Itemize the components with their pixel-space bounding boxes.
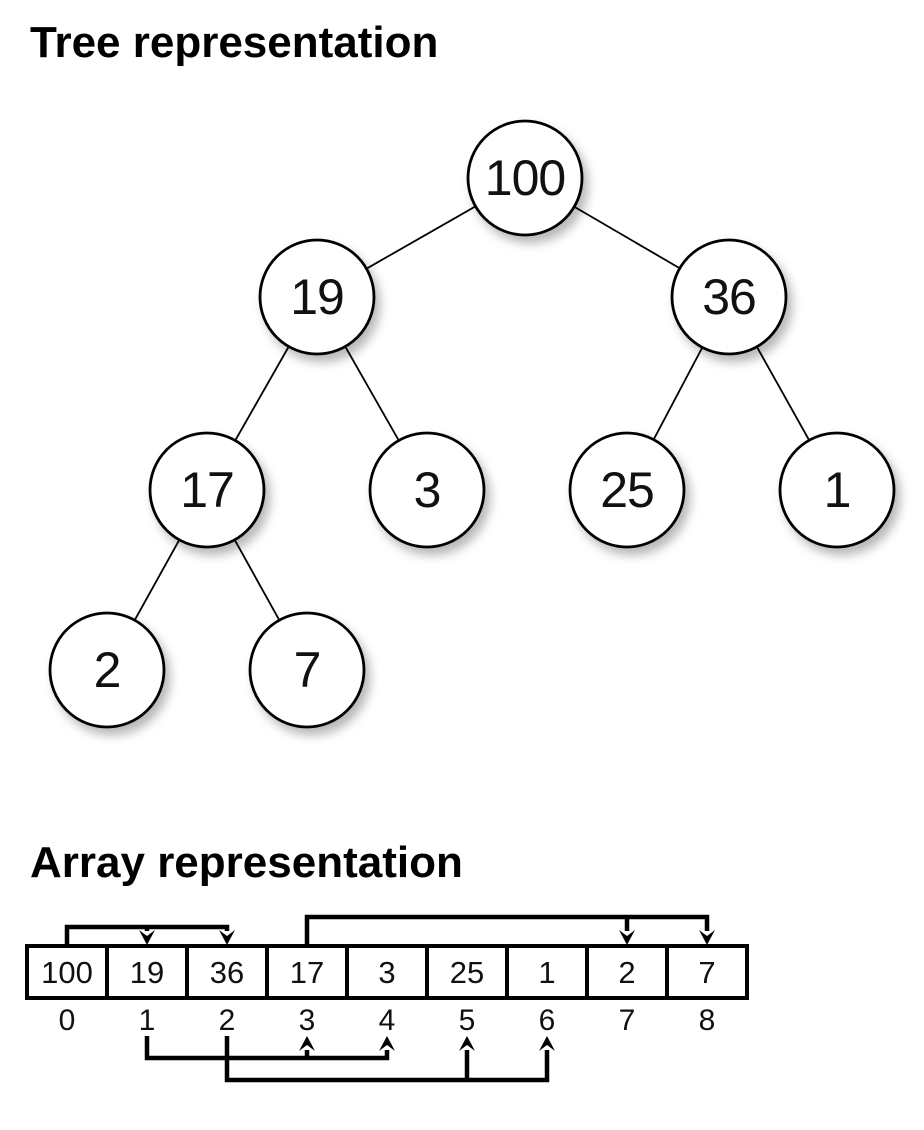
array-cell-value: 1 bbox=[538, 955, 555, 990]
arrow-parent3-to-children bbox=[304, 914, 715, 945]
arrow-parent2-to-children bbox=[224, 1036, 555, 1083]
array-index-label: 3 bbox=[299, 1004, 316, 1037]
array-cell-4 bbox=[345, 944, 429, 1000]
tree-node-1: 19 bbox=[258, 238, 376, 356]
node-circle bbox=[466, 119, 584, 237]
tree-node-8: 7 bbox=[248, 611, 366, 729]
array-index-label: 7 bbox=[619, 1004, 636, 1037]
tree-title: Tree representation bbox=[30, 18, 438, 67]
array-cell-value: 25 bbox=[450, 955, 484, 990]
node-circle bbox=[568, 431, 686, 549]
node-circle bbox=[258, 238, 376, 356]
down-arrowhead-icon bbox=[699, 930, 715, 945]
array-index-label: 4 bbox=[379, 1004, 396, 1037]
tree-node-3: 17 bbox=[148, 431, 266, 549]
array-title: Array representation bbox=[30, 838, 463, 887]
array-index-label: 1 bbox=[139, 1004, 156, 1037]
array-cell-value: 3 bbox=[378, 955, 395, 990]
tree-node-0: 100 bbox=[466, 119, 584, 237]
arrow-path bbox=[304, 914, 710, 945]
node-value: 1 bbox=[824, 462, 851, 518]
node-value: 19 bbox=[290, 269, 344, 325]
down-arrowhead-icon bbox=[219, 930, 235, 945]
array-diagram: 100 19 36 17 3 25 1 2 7 0 1 2 3 4 5 6 7 … bbox=[25, 914, 749, 1083]
array-cell-7 bbox=[585, 944, 669, 1000]
arrow-path bbox=[144, 1036, 390, 1061]
up-arrowhead-icon bbox=[539, 1036, 555, 1051]
node-value: 2 bbox=[94, 642, 121, 698]
array-index-label: 8 bbox=[699, 1004, 716, 1037]
tree-node-2: 36 bbox=[670, 238, 788, 356]
array-cell-0 bbox=[25, 944, 109, 1000]
node-circle bbox=[248, 611, 366, 729]
node-value: 17 bbox=[180, 462, 234, 518]
array-cell-value: 17 bbox=[290, 955, 324, 990]
tree-node-7: 2 bbox=[48, 611, 166, 729]
array-cell-value: 7 bbox=[698, 955, 715, 990]
node-value: 7 bbox=[294, 642, 321, 698]
array-index-label: 6 bbox=[539, 1004, 556, 1037]
array-index-label: 5 bbox=[459, 1004, 476, 1037]
array-cell-value: 19 bbox=[130, 955, 164, 990]
up-arrowhead-icon bbox=[299, 1036, 315, 1051]
node-circle bbox=[368, 431, 486, 549]
node-value: 25 bbox=[600, 462, 654, 518]
node-circle bbox=[48, 611, 166, 729]
tree-diagram: 100 19 36 17 3 25 1 2 bbox=[48, 119, 896, 729]
array-cell-3 bbox=[265, 944, 349, 1000]
arrow-path bbox=[224, 1036, 550, 1083]
node-circle bbox=[670, 238, 788, 356]
arrow-parent1-to-children bbox=[144, 1036, 395, 1061]
array-cell-8 bbox=[665, 944, 749, 1000]
array-indices: 0 1 2 3 4 5 6 7 8 bbox=[59, 1004, 716, 1037]
up-arrowhead-icon bbox=[459, 1036, 475, 1051]
node-value: 100 bbox=[485, 150, 565, 206]
array-cell-2 bbox=[185, 944, 269, 1000]
array-index-label: 0 bbox=[59, 1004, 76, 1037]
array-cell-value: 36 bbox=[210, 955, 244, 990]
array-index-label: 2 bbox=[219, 1004, 236, 1037]
down-arrowhead-icon bbox=[139, 930, 155, 945]
up-arrowhead-icon bbox=[379, 1036, 395, 1051]
array-cell-value: 100 bbox=[41, 955, 93, 990]
node-circle bbox=[778, 431, 896, 549]
array-cell-value: 2 bbox=[618, 955, 635, 990]
tree-node-4: 3 bbox=[368, 431, 486, 549]
down-arrowhead-icon bbox=[619, 930, 635, 945]
tree-node-5: 25 bbox=[568, 431, 686, 549]
node-value: 36 bbox=[702, 269, 756, 325]
arrow-parent0-to-children bbox=[64, 924, 235, 945]
node-circle bbox=[148, 431, 266, 549]
tree-node-6: 1 bbox=[778, 431, 896, 549]
array-cells: 100 19 36 17 3 25 1 2 7 bbox=[25, 944, 749, 1000]
node-value: 3 bbox=[414, 462, 441, 518]
array-cell-6 bbox=[505, 944, 589, 1000]
